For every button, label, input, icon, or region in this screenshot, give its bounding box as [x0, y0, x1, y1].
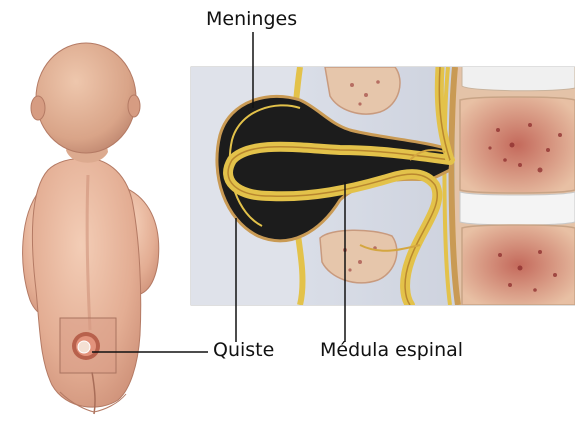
vertebra-body-3 [462, 225, 575, 305]
spine-inset [191, 58, 575, 305]
label-spinal-cord: Médula espinal [320, 341, 463, 360]
vertebra-body-1 [462, 58, 575, 91]
lesion-sac [78, 341, 90, 353]
vertebra-body-2 [460, 97, 575, 193]
infant-figure [23, 43, 159, 414]
infant-ear-left [31, 96, 45, 120]
intervertebral-disc [460, 192, 575, 225]
label-cyst: Quiste [213, 341, 274, 360]
vertebral-bodies [455, 58, 575, 305]
infant-ear-right [128, 95, 140, 117]
label-meninges: Meninges [206, 10, 297, 29]
infant-head [36, 43, 136, 153]
